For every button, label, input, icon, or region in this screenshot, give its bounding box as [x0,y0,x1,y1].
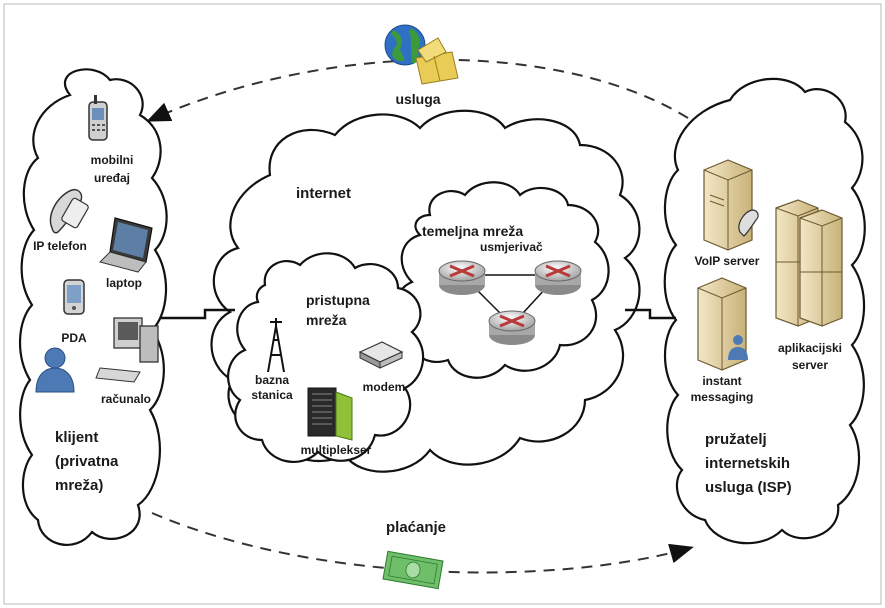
core-network-cloud [394,181,610,379]
instant-messaging-server-icon [697,277,748,371]
device-label-base-station: stanica [251,388,293,402]
laptop-icon [99,217,153,273]
pda-icon [63,279,85,315]
server-label-application: aplikacijski [778,341,842,355]
isp-title: internetskih [705,455,790,472]
access-network-title: pristupna [306,292,370,308]
desktop-computer-icon [95,317,159,383]
router-label: usmjerivač [480,240,543,254]
modem-icon [358,341,404,369]
payment-label: plaćanje [386,519,446,536]
internet-label: internet [296,185,351,202]
money-icon [382,550,444,590]
device-label-computer: računalo [101,392,151,406]
server-label-voip: VoIP server [695,254,760,268]
server-label-instant-messaging: instant [702,374,741,388]
service-label: usluga [395,91,440,107]
access-network-title: mreža [306,312,347,328]
device-label-multiplexer: multiplekser [301,443,372,457]
voip-server-icon [703,159,759,251]
service-arrow [146,58,689,122]
router-icon [438,260,486,295]
mobile-phone-icon [88,95,108,141]
device-label-laptop: laptop [106,276,142,290]
router-icon [488,310,536,345]
folder-icon [415,37,459,85]
isp-title: pružatelj [705,431,767,448]
ip-phone-icon [49,188,89,234]
core-network-title: temeljna mreža [422,223,523,239]
base-station-icon [267,318,285,373]
device-label-base-station: bazna [255,373,289,387]
router-icon [534,260,582,295]
server-label-application: server [792,358,828,372]
isp-title: usluga (ISP) [705,479,792,496]
globe-icon [384,24,426,66]
device-label-modem: modem [363,380,406,394]
device-label-pda: PDA [61,331,87,345]
device-label-mobile: uređaj [94,171,130,185]
client-cloud [19,68,168,547]
diagram-frame [3,3,882,605]
client-internet-link [160,308,235,320]
multiplexer-icon [307,387,353,441]
user-icon [35,347,75,393]
client-title: (privatna [55,453,119,470]
access-network-cloud [226,252,425,463]
client-title: mreža) [55,477,103,494]
server-label-instant-messaging: messaging [691,390,754,404]
client-title: klijent [55,429,98,446]
internet-isp-link [625,308,676,320]
device-label-ip-phone: IP telefon [33,239,87,253]
device-label-mobile: mobilni [91,153,134,167]
application-server-icon [775,199,843,327]
